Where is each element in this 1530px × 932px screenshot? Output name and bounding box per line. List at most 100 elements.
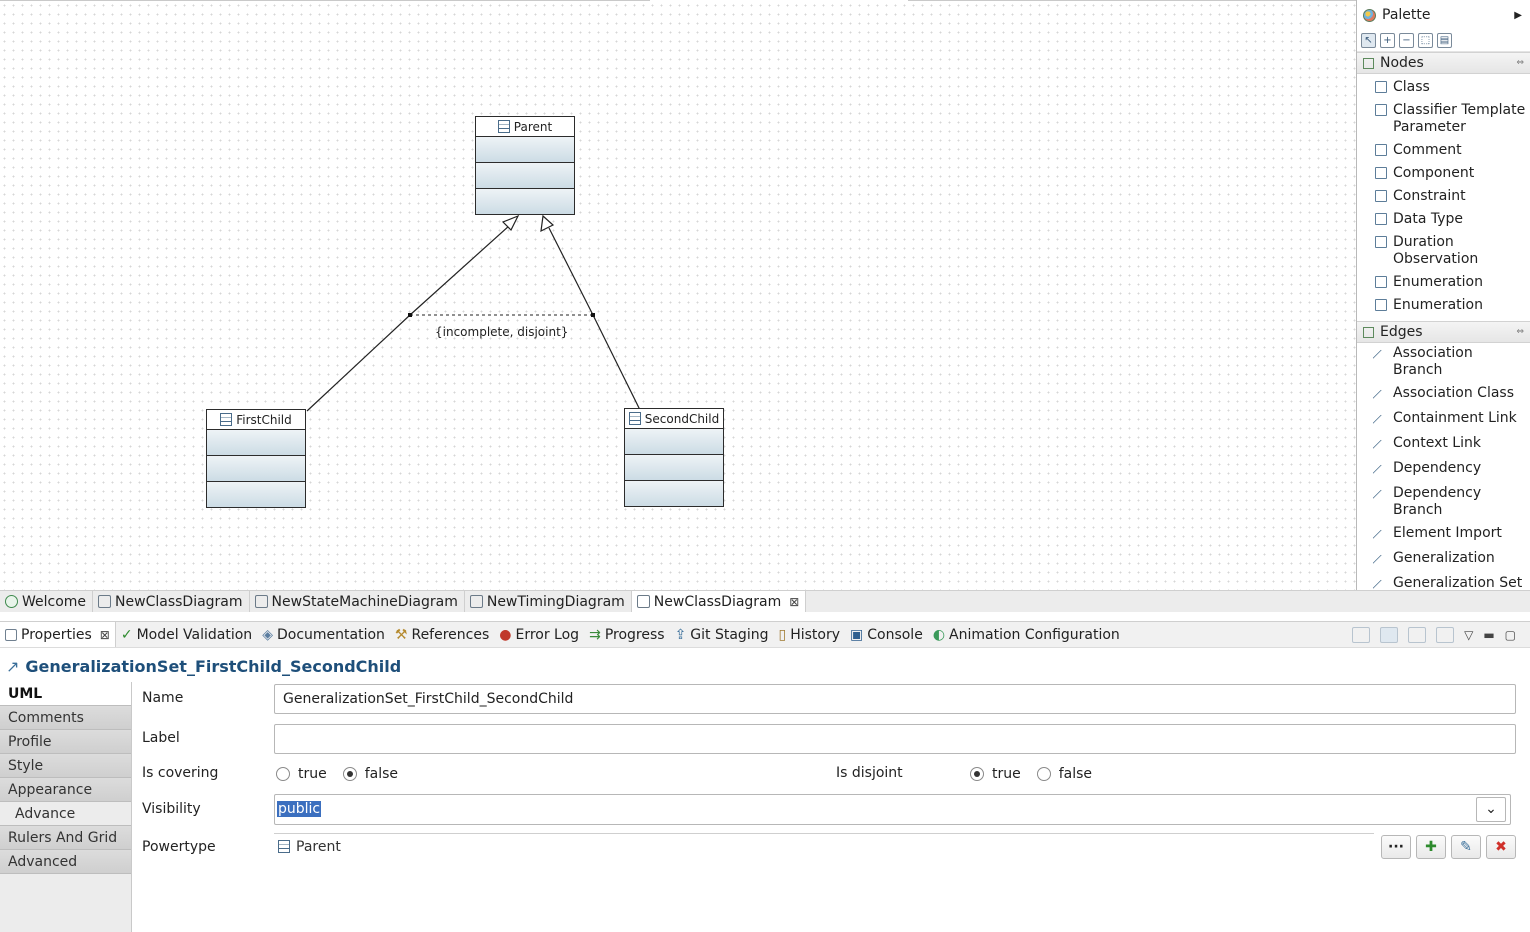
nested-classifier-compartment[interactable] [207, 482, 305, 507]
class-node-firstchild[interactable]: FirstChild [206, 409, 306, 508]
tab-model-validation[interactable]: ✓Model Validation [116, 622, 257, 647]
node-item[interactable]: Data Type [1357, 208, 1530, 231]
tab-welcome[interactable]: Welcome [0, 591, 94, 612]
palette-header[interactable]: Palette ▶ [1357, 0, 1530, 30]
tab-properties[interactable]: Properties⊠ [0, 622, 116, 647]
node-item[interactable]: Enumeration [1357, 271, 1530, 294]
palette-collapse-icon[interactable]: ▶ [1514, 9, 1522, 21]
ptab-appearance[interactable]: Appearance [0, 778, 131, 802]
is-covering-true-radio[interactable] [276, 767, 290, 781]
edit-button[interactable]: ✎ [1451, 835, 1481, 859]
class-node-secondchild[interactable]: SecondChild [624, 408, 724, 507]
marquee-select-icon[interactable]: ⬚ [1418, 33, 1433, 48]
browse-button[interactable]: ··· [1381, 835, 1411, 859]
attribute-compartment[interactable] [625, 429, 723, 455]
properties-body: Name Label Is covering true false Is dis… [132, 682, 1530, 932]
tab-newclassdiagram-2[interactable]: NewClassDiagram⊠ [631, 591, 807, 612]
edge-item[interactable]: Association Branch [1357, 342, 1530, 382]
nested-classifier-compartment[interactable] [625, 481, 723, 506]
ptab-profile[interactable]: Profile [0, 730, 131, 754]
tab-documentation[interactable]: ◈Documentation [257, 622, 390, 647]
edge-item[interactable]: Element Import [1357, 522, 1530, 547]
show-advanced-icon[interactable] [1408, 626, 1427, 643]
tab-git-staging[interactable]: ⇪Git Staging [670, 622, 774, 647]
pin-icon[interactable]: ⇔ [1516, 327, 1524, 337]
ptab-uml[interactable]: UML [0, 682, 131, 706]
add-button[interactable]: ✚ [1416, 835, 1446, 859]
tab-label: References [411, 626, 490, 643]
attribute-compartment[interactable] [476, 137, 574, 163]
edge-tool-icon [1372, 554, 1390, 572]
chevron-down-icon[interactable]: ⌄ [1476, 797, 1506, 822]
node-item[interactable]: Constraint [1357, 185, 1530, 208]
node-item[interactable]: Component [1357, 162, 1530, 185]
visibility-value: public [277, 801, 322, 817]
zoom-out-icon[interactable]: − [1399, 33, 1414, 48]
edges-drawer-header[interactable]: Edges ⇔ [1357, 321, 1530, 343]
operation-compartment[interactable] [625, 455, 723, 481]
class-node-parent[interactable]: Parent [475, 116, 575, 215]
ptab-comments[interactable]: Comments [0, 706, 131, 730]
edge-item[interactable]: Association Class [1357, 382, 1530, 407]
view-menu-icon[interactable]: ▽ [1464, 627, 1474, 642]
drawer-icon [1363, 326, 1374, 338]
ptab-style[interactable]: Style [0, 754, 131, 778]
diagram-canvas[interactable]: Parent FirstChild SecondChild {incomplet… [0, 0, 1356, 590]
close-icon[interactable]: ⊠ [99, 627, 110, 642]
restore-defaults-icon[interactable] [1436, 626, 1455, 643]
node-item[interactable]: Duration Observation [1357, 231, 1530, 271]
ptab-advance[interactable]: Advance [0, 802, 131, 826]
tab-newstatemachinediagram[interactable]: NewStateMachineDiagram [250, 591, 465, 612]
close-icon[interactable]: ⊠ [789, 594, 800, 609]
tab-newtimingdiagram[interactable]: NewTimingDiagram [465, 591, 632, 612]
powertype-list[interactable]: Parent [274, 833, 1374, 859]
pin-icon[interactable]: ⇔ [1516, 58, 1524, 68]
is-disjoint-false-radio[interactable] [1036, 767, 1051, 781]
tab-history[interactable]: ▯History [773, 622, 845, 647]
node-item[interactable]: Classifier Template Parameter [1357, 99, 1530, 139]
zoom-in-icon[interactable]: + [1380, 33, 1395, 48]
ptab-advanced[interactable]: Advanced [0, 850, 131, 874]
node-item[interactable]: Comment [1357, 139, 1530, 162]
maximize-icon[interactable]: ▢ [1504, 627, 1516, 642]
edge-item[interactable]: Context Link [1357, 432, 1530, 457]
edge-item[interactable]: Dependency Branch [1357, 482, 1530, 522]
class-diagram-icon [636, 595, 650, 608]
edge-item[interactable]: Generalization [1357, 547, 1530, 572]
node-item[interactable]: Enumeration [1357, 294, 1530, 317]
ptab-rulers-and-grid[interactable]: Rulers And Grid [0, 826, 131, 850]
edge-item[interactable]: Containment Link [1357, 407, 1530, 432]
nodes-drawer-header[interactable]: Nodes ⇔ [1357, 52, 1530, 74]
class-name: Parent [513, 119, 553, 134]
tab-console[interactable]: ▣Console [845, 622, 928, 647]
select-tool-icon[interactable]: ↖ [1361, 33, 1376, 48]
operation-compartment[interactable] [476, 163, 574, 189]
attribute-compartment[interactable] [207, 430, 305, 456]
is-disjoint-true-radio[interactable] [970, 767, 984, 781]
generalization-set-label[interactable]: {incomplete, disjoint} [435, 325, 569, 339]
remove-button[interactable]: ✖ [1486, 835, 1516, 859]
pin-view-icon[interactable] [1352, 626, 1371, 643]
edge-tool-icon [1372, 389, 1390, 407]
visibility-select[interactable]: public ⌄ [274, 794, 1511, 825]
tab-error-log[interactable]: ●Error Log [494, 622, 584, 647]
edge-item[interactable]: Generalization Set [1357, 572, 1530, 590]
show-categories-icon[interactable] [1380, 626, 1399, 643]
tab-progress[interactable]: ⇉Progress [584, 622, 669, 647]
generalization-edge-firstchild [306, 314, 411, 412]
minimize-icon[interactable]: ▬ [1483, 627, 1495, 642]
properties-title-bar: ↗ GeneralizationSet_FirstChild_SecondChi… [0, 653, 1530, 679]
is-covering-false-radio[interactable] [342, 767, 357, 781]
nested-classifier-compartment[interactable] [476, 189, 574, 214]
tab-newclassdiagram-1[interactable]: NewClassDiagram [93, 591, 250, 612]
name-field[interactable] [274, 684, 1516, 714]
node-item[interactable]: Class [1357, 76, 1530, 99]
radio-label: true [298, 766, 327, 782]
note-tool-icon[interactable]: ▤ [1437, 33, 1452, 48]
tab-animation-configuration[interactable]: ◐Animation Configuration [928, 622, 1125, 647]
edge-item[interactable]: Dependency [1357, 457, 1530, 482]
label-field[interactable] [274, 724, 1516, 754]
operation-compartment[interactable] [207, 456, 305, 482]
tab-references[interactable]: ⚒References [390, 622, 494, 647]
selection-handle-left [408, 313, 412, 317]
